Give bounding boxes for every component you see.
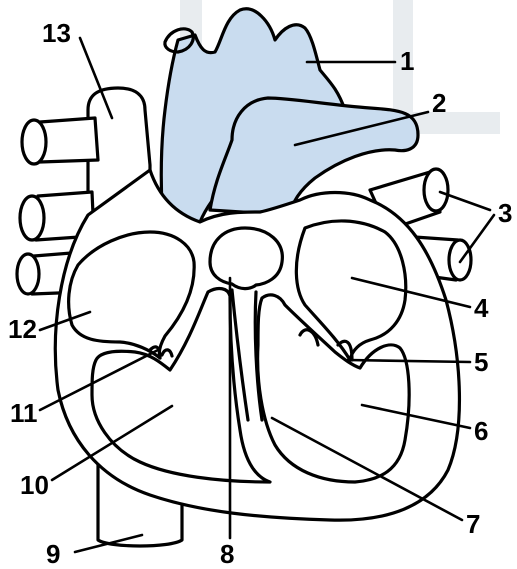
label-1: 1 <box>400 46 414 76</box>
label-3: 3 <box>498 198 512 228</box>
label-12: 12 <box>8 314 37 344</box>
label-8: 8 <box>220 539 234 569</box>
label-4: 4 <box>474 293 489 323</box>
label-2: 2 <box>432 88 446 118</box>
label-9: 9 <box>46 539 60 569</box>
label-7: 7 <box>466 509 480 539</box>
label-10: 10 <box>20 470 49 500</box>
label-11: 11 <box>10 398 38 428</box>
leader-3b <box>460 215 494 262</box>
label-6: 6 <box>474 416 488 446</box>
label-5: 5 <box>474 347 488 377</box>
label-13: 13 <box>42 18 71 48</box>
